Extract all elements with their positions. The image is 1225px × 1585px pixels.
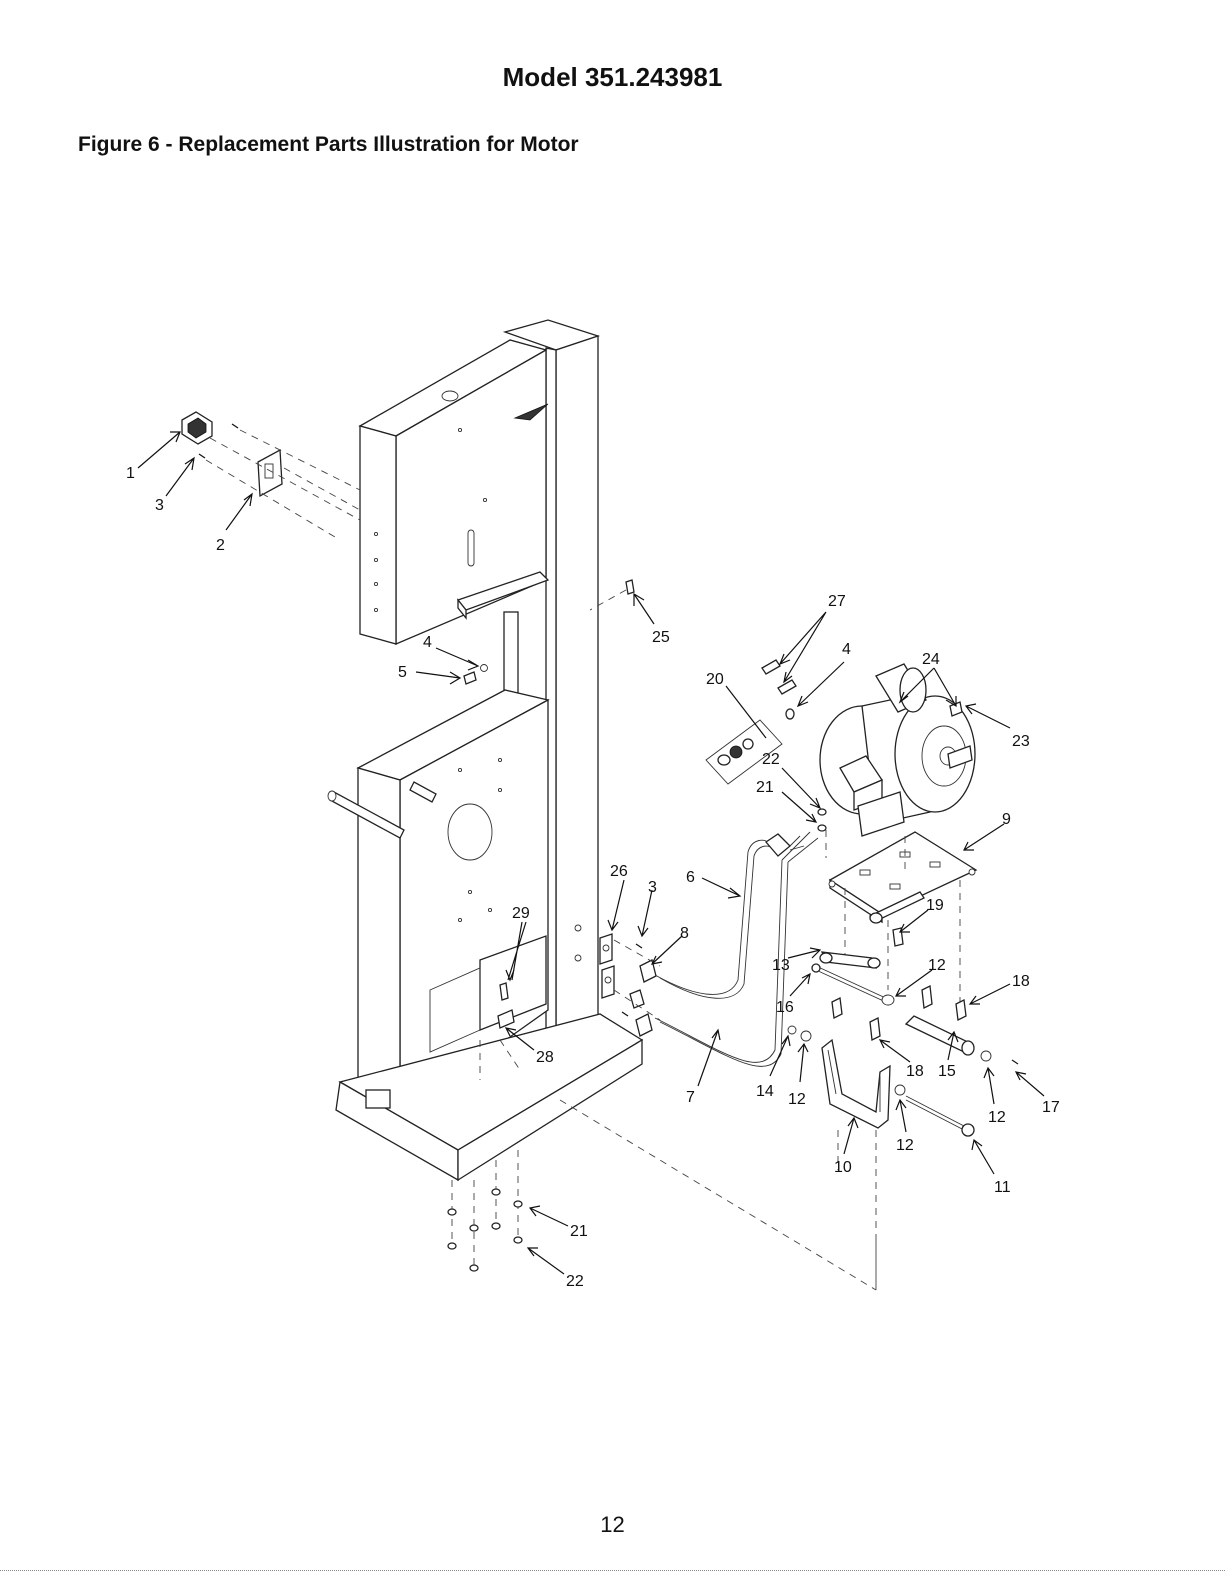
callout-20: 20 <box>706 671 724 688</box>
motor-mount-plate <box>826 830 976 1010</box>
callout-6: 6 <box>686 869 695 886</box>
callout-17: 17 <box>1042 1099 1060 1116</box>
callout-7: 7 <box>686 1089 695 1106</box>
saw-frame <box>328 320 642 1180</box>
callout-28: 28 <box>536 1049 554 1066</box>
callout-22a: 22 <box>762 751 780 768</box>
callout-12c: 12 <box>988 1109 1006 1126</box>
switch-assembly <box>182 412 360 540</box>
callout-1: 1 <box>126 465 135 482</box>
callout-21a: 21 <box>756 779 774 796</box>
page-number: 12 <box>0 1512 1225 1538</box>
callout-22b: 22 <box>566 1273 584 1290</box>
callout-25: 25 <box>652 629 670 646</box>
callout-12a: 12 <box>928 957 946 974</box>
callout-29: 29 <box>512 905 530 922</box>
callout-13: 13 <box>772 957 790 974</box>
callout-18b: 18 <box>906 1063 924 1080</box>
callout-14: 14 <box>756 1083 774 1100</box>
callout-23: 23 <box>1012 733 1030 750</box>
callout-21b: 21 <box>570 1223 588 1240</box>
motor <box>820 664 975 836</box>
callout-5: 5 <box>398 664 407 681</box>
callout-4b: 4 <box>842 641 851 658</box>
callout-15: 15 <box>938 1063 956 1080</box>
callout-12b: 12 <box>788 1091 806 1108</box>
callout-3: 3 <box>155 497 164 514</box>
callout-27: 27 <box>828 593 846 610</box>
callout-4: 4 <box>423 634 432 651</box>
callout-11: 11 <box>994 1179 1011 1196</box>
callout-9: 9 <box>1002 811 1011 828</box>
callout-16: 16 <box>776 999 794 1016</box>
callout-2: 2 <box>216 537 225 554</box>
callout-26: 26 <box>610 863 628 880</box>
callout-19: 19 <box>926 897 944 914</box>
callout-8: 8 <box>680 925 689 942</box>
callout-10: 10 <box>834 1159 852 1176</box>
callout-18a: 18 <box>1012 973 1030 990</box>
callout-12d: 12 <box>896 1137 914 1154</box>
bottom-rule <box>0 1570 1225 1571</box>
callout-24: 24 <box>922 651 940 668</box>
callout-3b: 3 <box>648 879 657 896</box>
